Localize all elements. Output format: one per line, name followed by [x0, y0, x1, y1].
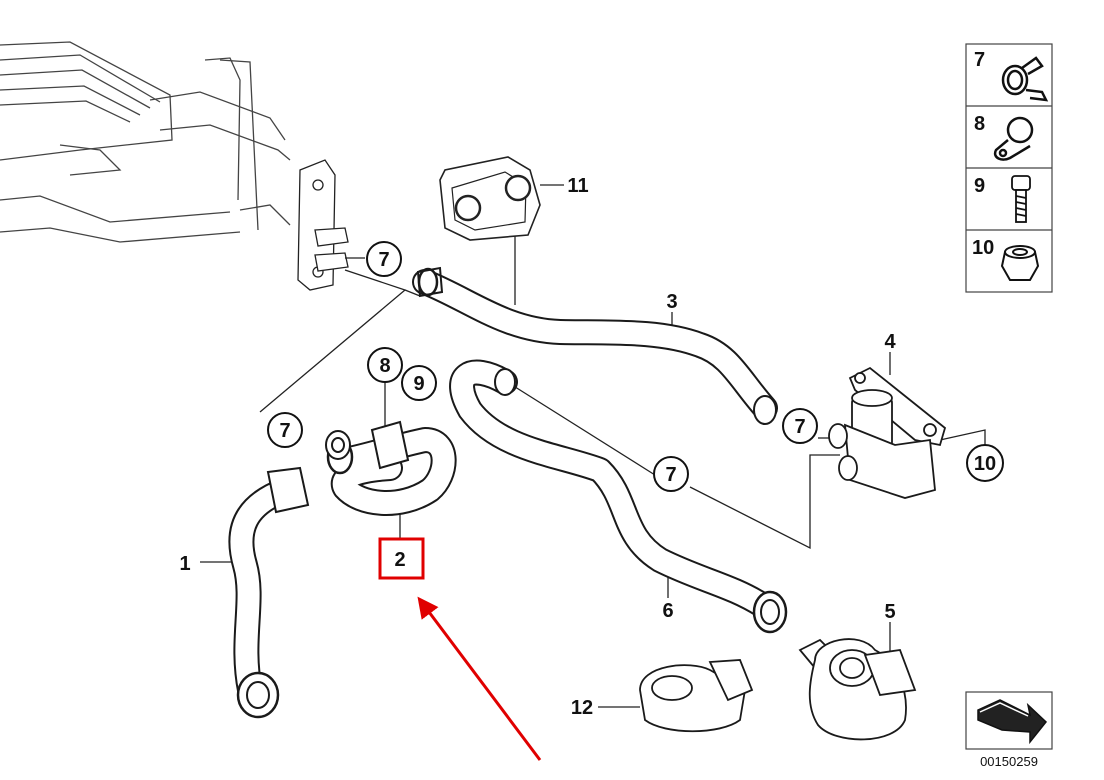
label-part-4: 4 — [884, 331, 896, 353]
callout-7-top-label: 7 — [378, 249, 389, 271]
label-part-11: 11 — [567, 175, 588, 197]
nut-icon — [1000, 245, 1040, 281]
callout-7-left-label: 7 — [279, 420, 290, 442]
diagram-code: 00150259 — [980, 754, 1038, 769]
valve-part-4 — [828, 366, 947, 499]
water-pump-part-5 — [798, 638, 917, 741]
highlight-arrow — [417, 596, 542, 761]
label-part-2: 2 — [394, 549, 405, 571]
callout-7-top: 7 — [366, 241, 402, 277]
legend-number-7: 7 — [974, 49, 985, 71]
callout-8-label: 8 — [379, 355, 390, 377]
hose-part-3 — [412, 266, 778, 425]
screw-icon — [1011, 175, 1031, 223]
legend-row-7: 7 — [974, 49, 1049, 102]
legend-panel: 7 8 9 — [965, 43, 1053, 293]
hose-clamp-icon — [1001, 56, 1049, 102]
direction-arrow-icon — [977, 699, 1048, 745]
gasket-part-11 — [439, 156, 541, 241]
label-part-6: 6 — [662, 600, 673, 622]
legend-row-9: 9 — [974, 175, 1031, 223]
callout-10: 10 — [966, 444, 1004, 482]
callout-9: 9 — [401, 365, 437, 401]
legend-number-10: 10 — [972, 237, 994, 259]
hose-part-1 — [228, 466, 310, 719]
callout-10-label: 10 — [974, 453, 996, 475]
callout-7-left: 7 — [267, 412, 303, 448]
hose-part-2 — [326, 420, 457, 516]
callout-7-center: 7 — [653, 456, 689, 492]
clamp-near-hose-2 — [325, 430, 351, 460]
callout-9-label: 9 — [413, 373, 424, 395]
label-part-1: 1 — [179, 553, 190, 575]
bracket-part-12 — [639, 659, 754, 733]
legend-number-9: 9 — [974, 175, 985, 197]
orientation-box — [965, 691, 1053, 750]
hose-part-6 — [449, 359, 788, 634]
label-part-12: 12 — [571, 697, 593, 719]
label-part-3: 3 — [666, 291, 677, 313]
legend-row-8: 8 — [974, 113, 1034, 161]
heater-flange — [297, 159, 349, 291]
p-clip-icon — [993, 116, 1034, 161]
label-part-5: 5 — [884, 601, 895, 623]
heater-core — [0, 41, 291, 243]
legend-number-8: 8 — [974, 113, 985, 135]
callout-7-center-label: 7 — [665, 464, 676, 486]
callout-7-right: 7 — [782, 408, 818, 444]
highlight-box-part-2: 2 — [378, 537, 425, 580]
legend-row-10: 10 — [972, 237, 1040, 281]
callout-8: 8 — [367, 347, 403, 383]
callout-7-right-label: 7 — [794, 416, 805, 438]
